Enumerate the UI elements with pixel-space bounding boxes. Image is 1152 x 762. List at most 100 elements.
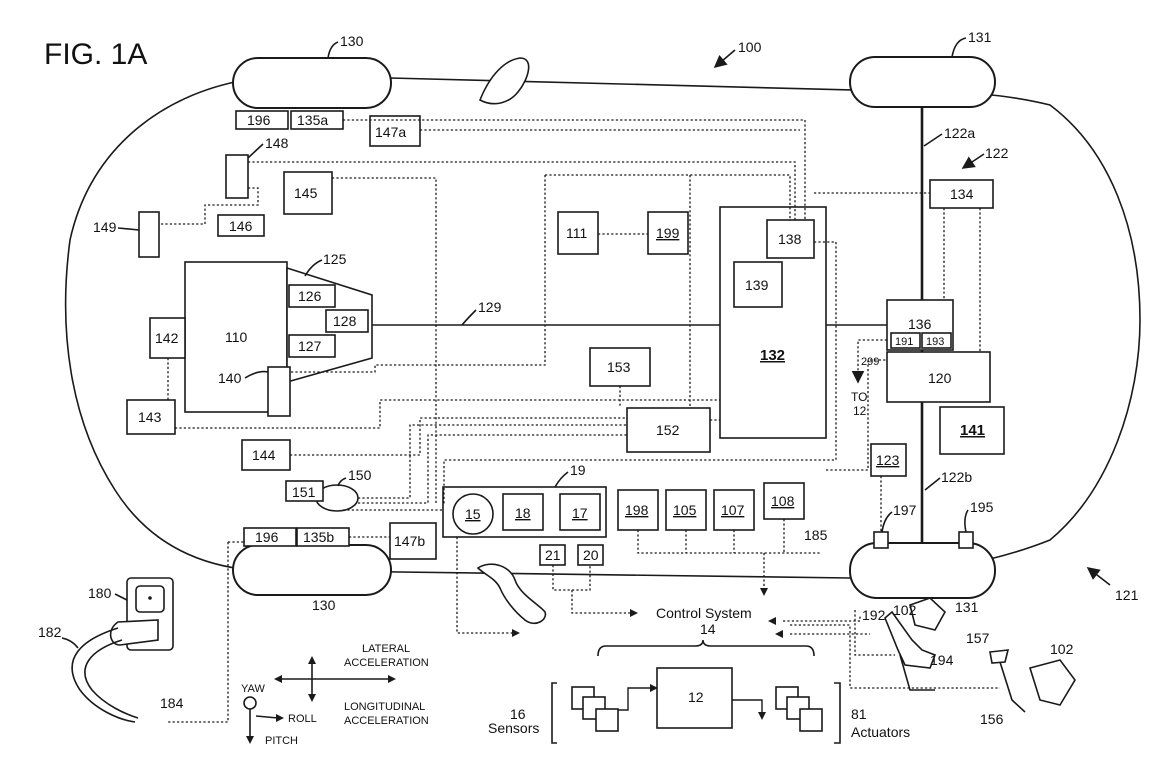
- block-139-label: 139: [745, 277, 769, 293]
- plug-182: [109, 619, 159, 646]
- sensor-to-controller-line: [618, 687, 656, 711]
- sensor-stack: [571, 686, 619, 732]
- controller-to-actuator-arrow: [758, 712, 766, 720]
- block-111-label: 111: [566, 225, 587, 241]
- link-299: [857, 339, 887, 380]
- control-system-brace: [597, 639, 815, 657]
- arrow-185: [760, 588, 768, 596]
- actuators-bracket-right: [834, 682, 841, 744]
- block-138: [766, 219, 815, 259]
- block-144: [241, 439, 291, 471]
- leader-130-top: [327, 41, 339, 59]
- block-105-label: 105: [673, 502, 697, 518]
- accelerator-pedal-157: [989, 649, 1076, 713]
- label-194: 194: [930, 652, 954, 668]
- label-to: TO: [851, 390, 867, 404]
- wheel-front-right: [849, 56, 996, 108]
- pitch-label: PITCH: [265, 735, 298, 747]
- block-152-label: 152: [656, 422, 680, 438]
- block-146-label: 146: [229, 218, 253, 234]
- block-128-label: 128: [333, 313, 357, 329]
- block-196-bottom-label: 196: [255, 529, 279, 545]
- block-147a-label: 147a: [375, 124, 406, 140]
- block-196-top-label: 196: [247, 112, 271, 128]
- leader-148: [247, 143, 264, 159]
- wheel-front-right-label: 131: [968, 29, 992, 45]
- lateral-label-1: LATERAL: [362, 643, 410, 655]
- label-299: 299: [861, 356, 879, 368]
- block-126: [288, 284, 336, 308]
- pitch-arrow: [246, 736, 254, 744]
- block-128: [325, 309, 369, 333]
- block-123-label: 123: [876, 452, 900, 468]
- block-191: [890, 332, 921, 349]
- leader-180: [114, 593, 128, 601]
- block-120-label: 120: [928, 370, 952, 386]
- block-141-label: 141: [960, 422, 985, 439]
- roll-label: ROLL: [288, 713, 317, 725]
- leader-122b: [924, 477, 941, 491]
- block-15-label: 15: [465, 506, 481, 522]
- actuators-label: Actuators: [851, 724, 910, 740]
- leader-122: [961, 153, 985, 169]
- arrow-21-20: [630, 609, 638, 617]
- block-123: [870, 443, 907, 477]
- block-196-top: [235, 110, 289, 130]
- block-145: [283, 171, 333, 215]
- block-191-label: 191: [895, 336, 913, 348]
- block-134: [929, 179, 994, 209]
- link-21-20-control: [552, 565, 630, 614]
- block-120: [886, 351, 991, 403]
- arrow-to-shifter: [512, 629, 520, 637]
- label-129: 129: [478, 299, 502, 315]
- sensor-197-label: 197: [893, 502, 917, 518]
- block-135a-label: 135a: [297, 112, 328, 128]
- outlet-hole: [148, 596, 152, 600]
- block-196-bottom: [243, 527, 297, 547]
- block-152: [626, 407, 711, 453]
- block-105: [665, 489, 707, 531]
- block-153-label: 153: [607, 359, 631, 375]
- leader-195: [964, 509, 969, 533]
- sensors-label: Sensors: [488, 720, 539, 736]
- leader-182: [61, 637, 79, 649]
- block-108-label: 108: [771, 493, 795, 509]
- block-18-label: 18: [515, 505, 531, 521]
- brake-pedal-192: [884, 597, 947, 691]
- block-111: [557, 211, 599, 255]
- leader-19: [554, 471, 569, 488]
- block-138-label: 138: [778, 231, 802, 247]
- mirror-shape: [478, 57, 530, 105]
- wheel-front-left-label: 130: [340, 33, 364, 49]
- block-151: [285, 480, 324, 502]
- leader-149: [117, 227, 140, 231]
- block-19-label: 19: [570, 462, 586, 478]
- block-193-label: 193: [926, 336, 944, 348]
- block-17: [559, 493, 601, 531]
- sensors-number: 16: [510, 706, 526, 722]
- sensor-195-label: 195: [970, 499, 994, 515]
- leader-140: [244, 370, 269, 379]
- block-148-label: 148: [265, 135, 289, 151]
- block-147a: [369, 115, 421, 147]
- control-system-title: Control System: [656, 605, 752, 621]
- shifter-shape: [476, 563, 547, 625]
- block-140: [267, 366, 291, 417]
- wheel-front-left: [232, 57, 392, 109]
- block-140-label: 140: [218, 370, 242, 386]
- block-198-label: 198: [625, 502, 649, 518]
- leader-122a: [923, 133, 943, 147]
- roll-arrow: [276, 714, 284, 722]
- block-143-label: 143: [138, 409, 162, 425]
- cord-182: [71, 627, 136, 723]
- leader-131-top: [951, 37, 967, 58]
- label-122a: 122a: [944, 125, 975, 141]
- label-102-right: 102: [1050, 641, 1074, 657]
- bus-185-drops: [685, 519, 785, 553]
- block-125-label: 125: [323, 251, 347, 267]
- sensor-to-controller-arrow: [650, 684, 658, 692]
- block-136-label: 136: [908, 316, 932, 332]
- block-145-label: 145: [294, 185, 318, 201]
- sensors-bracket-left: [551, 682, 557, 744]
- block-142-label: 142: [155, 330, 179, 346]
